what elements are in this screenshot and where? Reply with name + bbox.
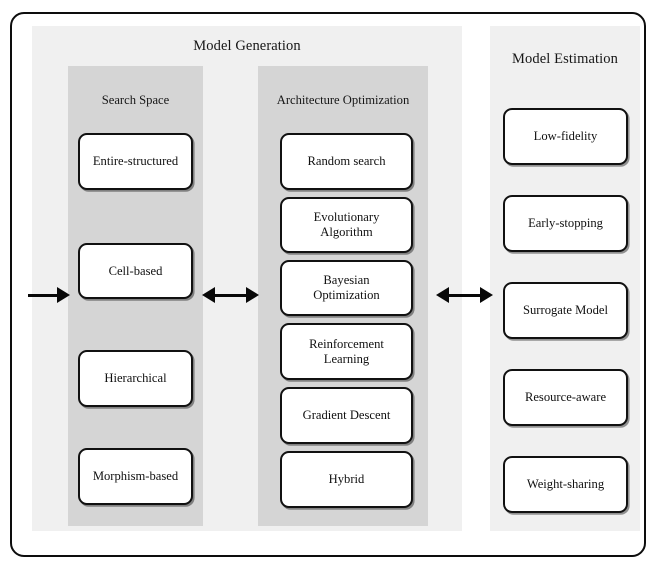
optimization-to-estimation-arrow-head-left	[436, 287, 449, 303]
model-generation-panel: Model Generation Search Space Entire-str…	[32, 26, 462, 531]
node-hierarchical-label: Hierarchical	[104, 371, 167, 386]
node-low-fidelity[interactable]: Low-fidelity	[503, 108, 628, 165]
node-reinforcement-learning-label: Reinforcement Learning	[309, 336, 384, 366]
node-surrogate-model-label: Surrogate Model	[523, 303, 608, 318]
node-cell-based-label: Cell-based	[108, 263, 163, 278]
node-bayesian-optimization[interactable]: Bayesian Optimization	[280, 260, 413, 316]
node-resource-aware-label: Resource-aware	[524, 390, 607, 405]
node-entire-structured[interactable]: Entire-structured	[78, 133, 193, 190]
node-hybrid[interactable]: Hybrid	[280, 451, 413, 508]
optimization-to-estimation-arrow-head-right	[480, 287, 493, 303]
search-to-optimization-arrow-line	[213, 294, 248, 297]
node-hierarchical[interactable]: Hierarchical	[78, 350, 193, 407]
node-weight-sharing-label: Weight-sharing	[526, 477, 605, 492]
node-weight-sharing[interactable]: Weight-sharing	[503, 456, 628, 513]
node-entire-structured-label: Entire-structured	[92, 154, 179, 169]
node-morphism-based-label: Morphism-based	[92, 469, 179, 484]
search-space-title: Search Space	[101, 93, 170, 107]
node-evolutionary-algorithm-label: Evolutionary Algorithm	[313, 210, 380, 239]
search-to-optimization-arrow-head-left	[202, 287, 215, 303]
input-arrow-line	[28, 294, 59, 297]
model-estimation-title: Model Estimation	[512, 51, 618, 67]
search-space-column: Search Space Entire-structured Cell-base…	[68, 66, 203, 526]
node-morphism-based[interactable]: Morphism-based	[78, 448, 193, 505]
diagram-outer-frame	[10, 12, 646, 557]
optimization-to-estimation-arrow-line	[447, 294, 482, 297]
node-cell-based[interactable]: Cell-based	[78, 243, 193, 299]
node-early-stopping[interactable]: Early-stopping	[503, 195, 628, 252]
model-generation-title: Model Generation	[193, 38, 301, 54]
architecture-optimization-title: Architecture Optimization	[276, 93, 410, 107]
search-to-optimization-arrow-head-right	[246, 287, 259, 303]
model-estimation-panel: Model Estimation Low-fidelity Early-stop…	[490, 26, 640, 531]
node-surrogate-model[interactable]: Surrogate Model	[503, 282, 628, 339]
node-gradient-descent[interactable]: Gradient Descent	[280, 387, 413, 444]
architecture-optimization-column: Architecture Optimization Random search …	[258, 66, 428, 526]
node-early-stopping-label: Early-stopping	[528, 216, 603, 231]
node-bayesian-optimization-label: Bayesian Optimization	[313, 273, 380, 302]
node-random-search[interactable]: Random search	[280, 133, 413, 190]
node-gradient-descent-label: Gradient Descent	[302, 408, 391, 423]
node-reinforcement-learning[interactable]: Reinforcement Learning	[280, 323, 413, 380]
node-low-fidelity-label: Low-fidelity	[533, 129, 598, 144]
node-hybrid-label: Hybrid	[328, 472, 365, 487]
node-random-search-label: Random search	[307, 154, 386, 169]
input-arrow-head-right	[57, 287, 70, 303]
node-resource-aware[interactable]: Resource-aware	[503, 369, 628, 426]
node-evolutionary-algorithm[interactable]: Evolutionary Algorithm	[280, 197, 413, 253]
